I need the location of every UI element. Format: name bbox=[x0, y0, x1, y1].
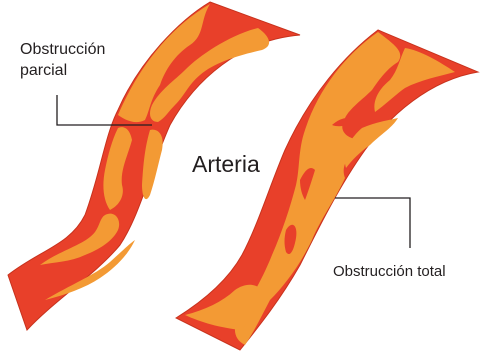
label-arteria: Arteria bbox=[192, 151, 260, 177]
plaque-right-main bbox=[235, 32, 400, 345]
label-partial-line-1: Obstrucción bbox=[20, 41, 105, 58]
artery-total-obstruction bbox=[176, 30, 478, 350]
leader-line-total bbox=[335, 198, 410, 248]
label-partial-line-2: parcial bbox=[20, 62, 67, 79]
label-total-obstruction: Obstrucción total bbox=[333, 263, 446, 280]
label-partial-obstruction: Obstrucción parcial bbox=[20, 41, 110, 79]
